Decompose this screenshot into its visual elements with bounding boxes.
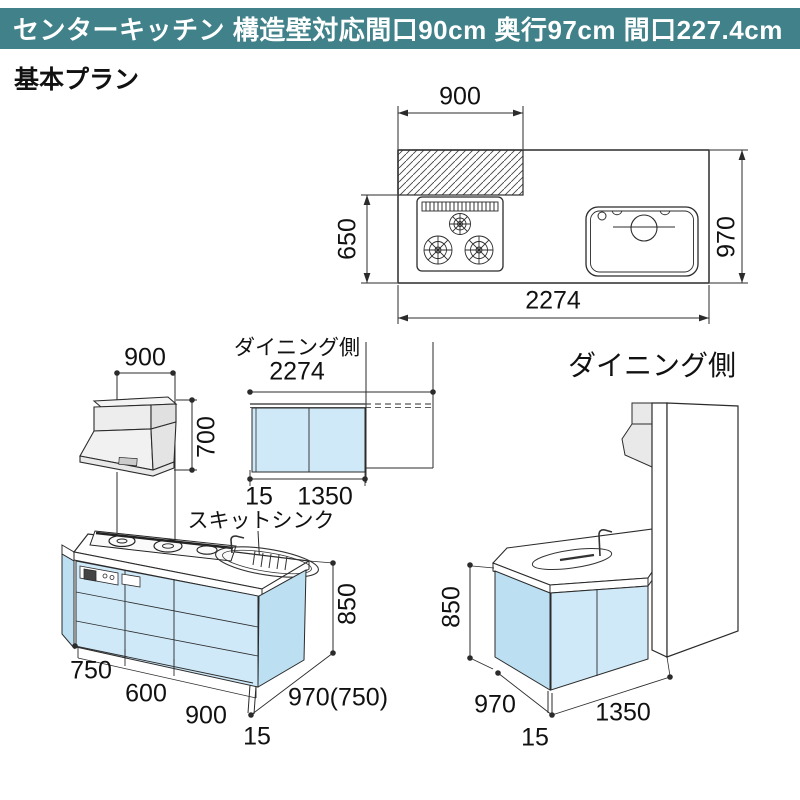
hood-dim-700: 700 — [192, 416, 221, 458]
iso-control-panel — [79, 565, 141, 588]
iso2-cabinet-front — [550, 585, 649, 691]
dining-elevation-drawing — [247, 342, 436, 572]
structural-wall-hatch — [397, 149, 524, 196]
plan-dim-970: 970 — [712, 216, 741, 258]
iso2-sink — [531, 529, 613, 571]
kitchen-dim-970-750: 970(750) — [287, 683, 389, 712]
elevation-dim-15: 15 — [245, 482, 273, 511]
kitchen-dim-850: 850 — [333, 583, 362, 625]
dining-dim-850: 850 — [437, 586, 466, 628]
dining-dim-970: 970 — [474, 690, 516, 719]
dining-dim-15: 15 — [521, 723, 549, 752]
plan-cooktop — [416, 196, 504, 272]
dining-iso-drawing — [467, 402, 739, 718]
kitchen-dim-600: 600 — [125, 679, 167, 708]
dining-iso-dimensions — [467, 562, 673, 718]
plan-view-drawing — [361, 106, 748, 324]
elevation-dim-2274: 2274 — [269, 357, 325, 386]
hood-view-drawing — [79, 370, 197, 557]
plan-dimension-lines — [361, 106, 748, 324]
kitchen-dim-750: 750 — [70, 656, 112, 685]
title-bar: センターキッチン 構造壁対応間口90cm 奥行97cm 間口227.4cm — [0, 8, 800, 49]
dining-dim-1350: 1350 — [595, 698, 651, 727]
plan-heading: 基本プラン — [14, 66, 140, 94]
kitchen-iso-dimensions — [72, 560, 336, 718]
iso-sink — [215, 535, 319, 578]
sink-label: スキットシンク — [187, 509, 335, 533]
iso2-structural-wall — [651, 402, 739, 658]
kitchen-dim-900: 900 — [185, 701, 227, 730]
elevation-cabinet — [251, 407, 366, 473]
iso2-cabinet-side — [494, 570, 551, 691]
iso-cabinet-right-side — [257, 569, 307, 688]
elevation-title: ダイニング側 — [234, 336, 360, 360]
range-hood — [79, 396, 178, 477]
iso-cooktop — [89, 530, 237, 562]
hood-dim-900: 900 — [124, 343, 166, 372]
plan-dim-2274: 2274 — [525, 286, 581, 315]
plan-sink — [585, 206, 699, 277]
kitchen-dim-15: 15 — [243, 722, 271, 751]
elevation-dim-1350: 1350 — [297, 482, 353, 511]
dining-iso-title: ダイニング側 — [567, 350, 737, 381]
title-text: センターキッチン 構造壁対応間口90cm 奥行97cm 間口227.4cm — [13, 15, 783, 45]
plan-dim-900: 900 — [439, 82, 481, 111]
iso-cabinet-left-end — [61, 553, 75, 650]
kitchen-iso-drawing — [61, 530, 336, 718]
iso2-hood — [621, 402, 653, 468]
plan-dim-650: 650 — [333, 218, 362, 260]
